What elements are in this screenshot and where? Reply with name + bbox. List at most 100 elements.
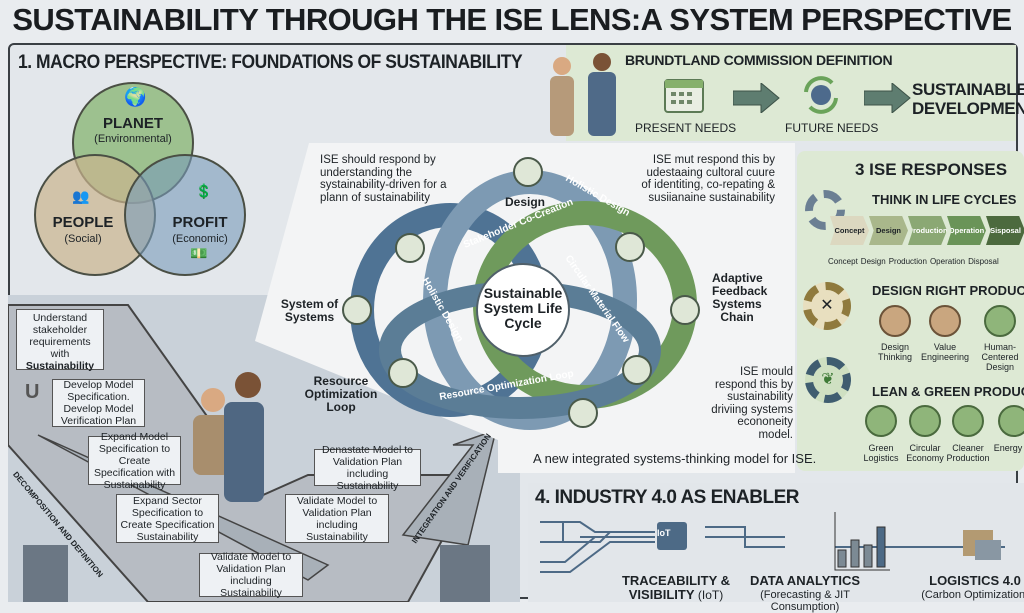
chevron-disposal: Sisposal bbox=[986, 216, 1024, 245]
iot-chip-label: IoT bbox=[657, 528, 671, 538]
product-label: Human-Centered Design bbox=[981, 342, 1019, 372]
analytics-title: DATA ANALYTICS bbox=[749, 573, 861, 588]
tools-gear-icon: ✕ bbox=[803, 282, 851, 330]
products-heading: DESIGN RIGHT PRODUCTS bbox=[872, 283, 1024, 298]
recycle-icon bbox=[909, 405, 941, 437]
result-line2: DEVELOPMENT bbox=[912, 99, 1024, 118]
people-label: PEOPLE bbox=[52, 214, 114, 231]
trace-title2: VISIBILITY bbox=[628, 587, 695, 602]
product-label: Value Engineering bbox=[920, 342, 970, 362]
factory-icon bbox=[952, 405, 984, 437]
leaf-gear-icon: ❦ bbox=[805, 357, 851, 403]
wrench-icon bbox=[929, 305, 961, 337]
logistics-sub: (Carbon Optimization) bbox=[921, 589, 1024, 601]
gears-icon bbox=[395, 233, 425, 263]
lean-heading: LEAN & GREEN PRODUCTION bbox=[872, 384, 1024, 399]
globe-icon: 🌍 bbox=[124, 87, 147, 107]
logistics-title: LOGISTICS 4.0 bbox=[929, 573, 1021, 588]
node-adaptive: Adaptive Feedback Systems Chain bbox=[712, 271, 768, 324]
truck-icon bbox=[865, 405, 897, 437]
globe-cycle-icon bbox=[804, 76, 838, 114]
brundtland-heading: BRUNDTLAND COMMISSION DEFINITION bbox=[625, 52, 893, 68]
trace-sub: (IoT) bbox=[697, 588, 724, 602]
chart-axis-icon bbox=[834, 512, 890, 571]
annotation-bottom-right: ISE mould respond this by sustainability… bbox=[711, 366, 793, 441]
people-sub: (Social) bbox=[64, 233, 102, 245]
banknote-icon: 💵 bbox=[190, 245, 208, 261]
node-system-of-systems: System of Systems bbox=[280, 297, 339, 324]
trace-title: TRACEABILITY & bbox=[621, 573, 731, 588]
v-step-3: Expand Model Specification to Create Spe… bbox=[88, 431, 181, 491]
arrow-right-icon bbox=[733, 83, 780, 113]
v-step-1: Understand stakeholder requirements with… bbox=[16, 309, 104, 372]
iot-chip-icon bbox=[657, 522, 687, 550]
analytics-sub: (Forecasting & JIT Consumption) bbox=[760, 589, 850, 613]
page-title: SUSTAINABILITY THROUGH THE ISE LENS:A SY… bbox=[12, 2, 1012, 37]
traceability-label: TRACEABILITY &VISIBILITY (IoT) bbox=[620, 573, 732, 603]
v-step-7: Denastate Model to Validation Plan inclu… bbox=[314, 444, 421, 492]
lean-label: Circular Economy bbox=[906, 443, 944, 463]
chevron-concept: Concept bbox=[830, 216, 869, 245]
node-resource-loop: Resource Optimization Loop bbox=[304, 374, 378, 414]
stage-label: Design bbox=[860, 257, 886, 266]
life-cycles-heading: THINK IN LIFE CYCLES bbox=[872, 192, 1017, 207]
profit-sub: (Economic) bbox=[172, 233, 228, 245]
handshake-icon bbox=[568, 398, 598, 428]
network-icon bbox=[342, 295, 372, 325]
arrow-right-icon bbox=[864, 83, 911, 113]
refresh-icon bbox=[670, 295, 700, 325]
handshake-icon bbox=[615, 232, 645, 262]
future-needs-label: FUTURE NEEDS bbox=[785, 121, 879, 135]
macro-heading: 1. MACRO PERSPECTIVE: FOUNDATIONS OF SUS… bbox=[18, 52, 523, 73]
profit-circle bbox=[124, 154, 246, 276]
integration-arrow bbox=[401, 428, 498, 546]
design-thinking-icon bbox=[879, 305, 911, 337]
v-step-2: Develop Model Specification. Develop Mod… bbox=[52, 379, 145, 427]
life-cycle-diagram: Holistic Design Holistic Design Stakehol… bbox=[342, 157, 700, 430]
human-head-icon bbox=[984, 305, 1016, 337]
cycle-caption: A new integrated systems-thinking model … bbox=[533, 451, 817, 466]
v-step-4: Expand Sector Specification to Create Sp… bbox=[116, 494, 219, 543]
product-label: Design Thinking bbox=[877, 342, 913, 362]
chevron-design: Design bbox=[869, 216, 908, 245]
lean-label: Cleaner Production bbox=[946, 443, 990, 463]
planet-label: PLANET bbox=[103, 115, 163, 132]
node-design: Design bbox=[505, 195, 546, 209]
step-text: Understand stakeholder requirements with bbox=[29, 312, 91, 360]
industry-heading: 4. INDUSTRY 4.0 AS ENABLER bbox=[535, 487, 799, 508]
planet-sub: (Environmental) bbox=[94, 133, 172, 145]
u-icon: U bbox=[25, 381, 40, 403]
people-group-icon: 👥 bbox=[72, 188, 90, 204]
v-step-5: Validate Model to Validation Plan includ… bbox=[199, 551, 303, 599]
industry-connections bbox=[540, 512, 1005, 573]
cycle-center-label: Sustainable System Life Cycle bbox=[483, 285, 563, 331]
recycle-icon bbox=[622, 355, 652, 385]
sustainable-development-label: SUSTAINABLEDEVELOPMENT bbox=[912, 80, 1024, 118]
step-emphasis: Sustainability bbox=[25, 360, 95, 372]
profit-label: PROFIT bbox=[172, 214, 228, 231]
stage-label: Disposal bbox=[968, 257, 999, 266]
life-cycle-chevrons: Concept Design Production Operation Sisp… bbox=[830, 216, 1024, 245]
annotation-left: ISE should respond by understanding the … bbox=[320, 154, 447, 204]
energy-bolt-icon bbox=[998, 405, 1024, 437]
truck-icon bbox=[975, 540, 1001, 560]
money-hand-icon: 💲 bbox=[195, 183, 213, 199]
design-gear-icon bbox=[513, 157, 543, 187]
chevron-production: Production bbox=[908, 216, 947, 245]
presenters-illustration bbox=[550, 53, 616, 136]
present-needs-label: PRESENT NEEDS bbox=[635, 121, 737, 135]
stage-label: Production bbox=[888, 257, 927, 266]
calendar-icon bbox=[664, 79, 704, 113]
lean-label: Green Logistics bbox=[863, 443, 899, 463]
lean-label: Energy bbox=[993, 443, 1023, 453]
chevron-operation: Operation bbox=[947, 216, 986, 245]
stage-label: Concept bbox=[828, 257, 858, 266]
recycle-icon bbox=[388, 358, 418, 388]
v-step-6: Validate Model to Validation Plan includ… bbox=[285, 494, 389, 543]
brundtland-panel bbox=[566, 45, 1016, 141]
result-line1: SUSTAINABLE bbox=[912, 80, 1024, 99]
stage-label: Operation bbox=[929, 257, 966, 266]
responses-heading: 3 ISE RESPONSES bbox=[855, 160, 1008, 179]
annotation-right: ISE mut respond this by udestaaing culto… bbox=[641, 154, 775, 204]
